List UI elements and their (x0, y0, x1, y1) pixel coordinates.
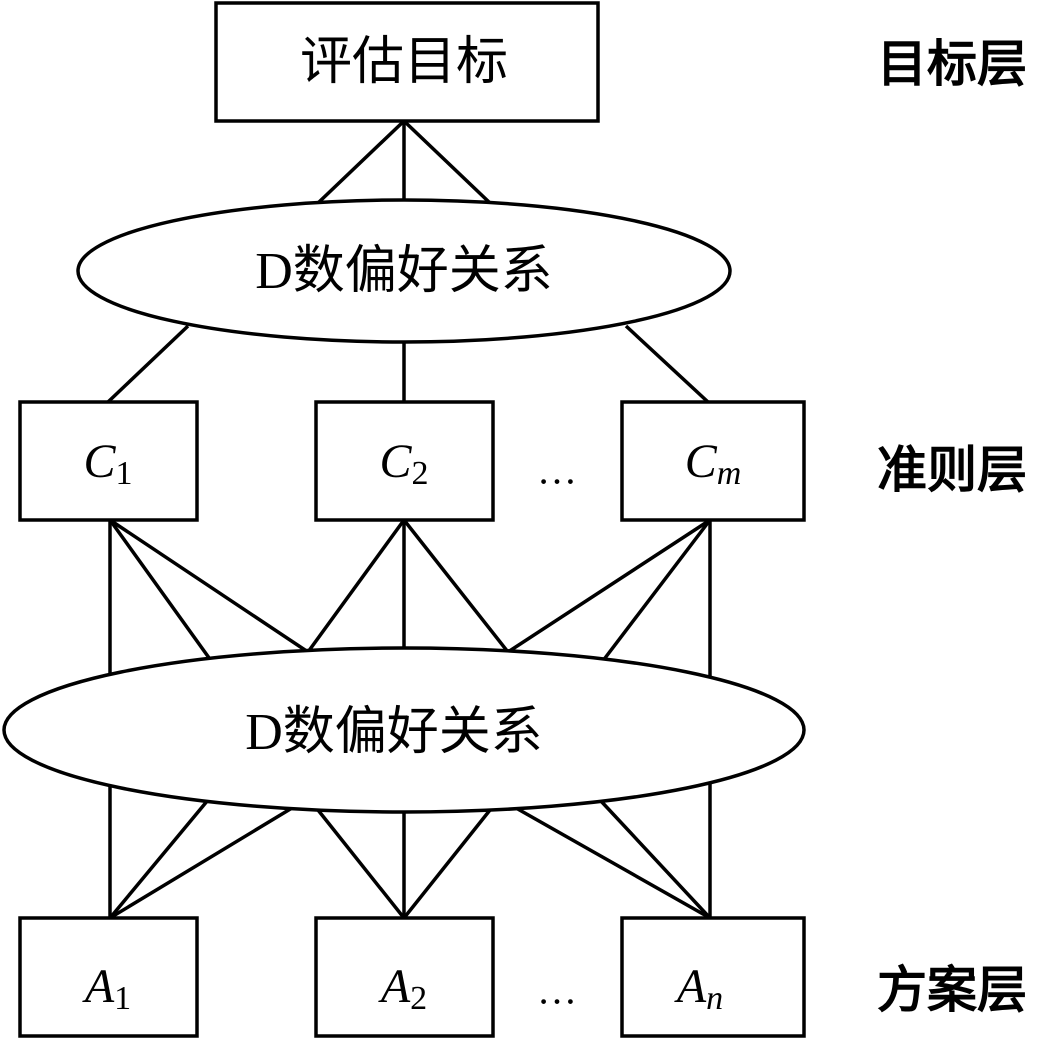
edge-pref1-cm (624, 324, 710, 404)
alternatives-ellipsis: … (537, 968, 577, 1013)
criterion-node-m: Cm (620, 400, 806, 522)
alternative-1-label: A1 (82, 960, 131, 1017)
preference-top-label: D数偏好关系 (255, 241, 553, 301)
criterion-node-1: C1 (18, 400, 199, 522)
edge-pref2-a1-b (108, 798, 210, 920)
edge-pref2-a2-a (316, 808, 406, 920)
edge-goal-pref1-right (402, 119, 492, 205)
criterion-m-label: Cm (685, 435, 742, 492)
criterion-1-label: C1 (83, 435, 132, 492)
edge-pref2-an-a (515, 806, 711, 920)
edge-c2-pref2-c (402, 518, 510, 654)
alternative-node-2: A2 (314, 916, 495, 1038)
criterion-node-2: C2 (314, 400, 495, 522)
edge-pref2-a2-c (402, 808, 492, 920)
alternative-2-label: A2 (378, 960, 427, 1017)
layer-label-alternatives: 方案层 (877, 961, 1027, 1019)
alternative-n-label: An (674, 960, 723, 1017)
edge-cm-pref2-a (507, 518, 711, 654)
edge-cm-pref2-b (600, 518, 712, 664)
edge-c1-pref2-c (109, 518, 309, 654)
goal-node: 评估目标 (214, 1, 600, 123)
edge-pref2-a1-c (109, 806, 293, 920)
edge-pref1-c1 (106, 324, 190, 404)
preference-relation-bottom: D数偏好关系 (2, 646, 806, 814)
criteria-ellipsis: … (537, 448, 577, 493)
edge-c2-pref2-a (306, 518, 406, 654)
connector-lines (106, 119, 712, 920)
edge-pref2-an-b (598, 798, 712, 920)
layer-label-goal: 目标层 (877, 35, 1027, 93)
layer-label-criteria: 准则层 (877, 441, 1027, 499)
alternative-node-n: An (620, 916, 806, 1038)
edge-c1-pref2-b (108, 518, 214, 664)
alternative-node-1: A1 (18, 916, 199, 1038)
preference-bottom-label: D数偏好关系 (245, 702, 543, 762)
criterion-2-label: C2 (379, 435, 428, 492)
goal-label: 评估目标 (300, 32, 508, 92)
preference-relation-top: D数偏好关系 (76, 198, 732, 344)
edge-goal-pref1-left (316, 119, 406, 205)
